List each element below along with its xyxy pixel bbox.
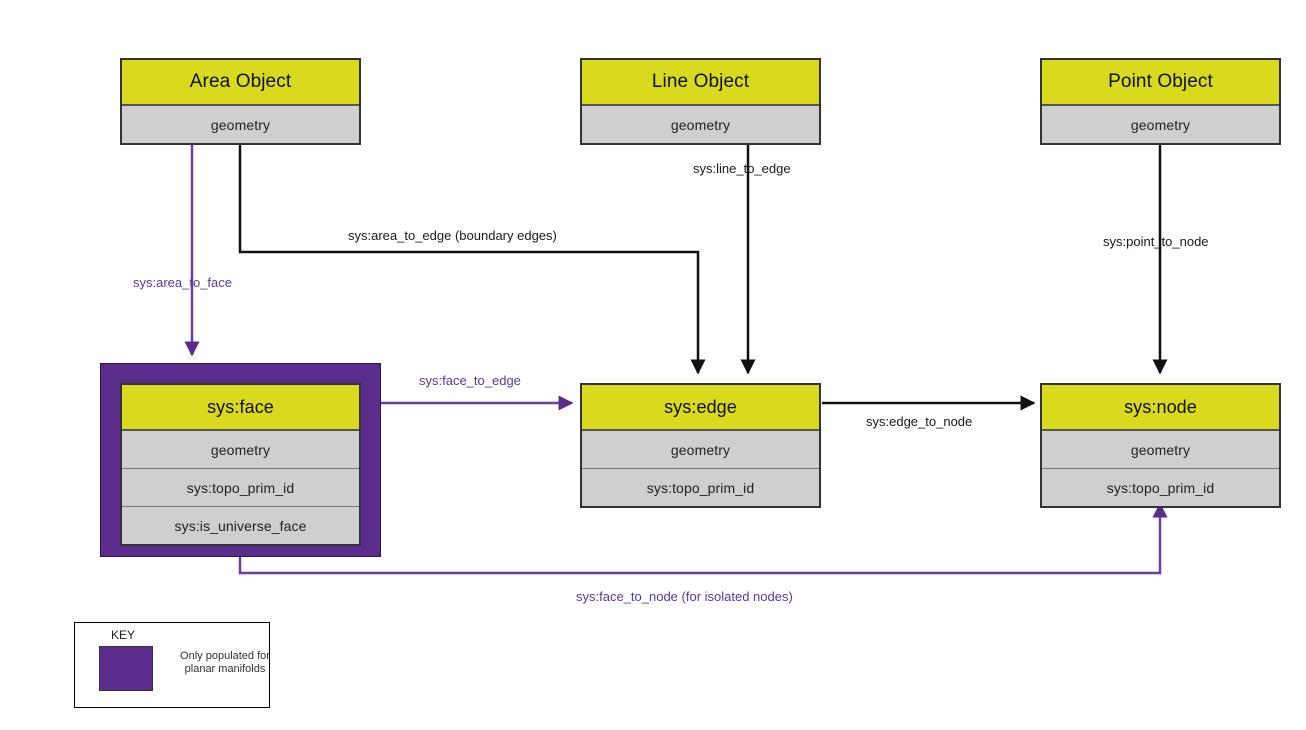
entity-area-object-title: Area Object: [122, 60, 359, 106]
entity-sys-face[interactable]: sys:face geometry sys:topo_prim_id sys:i…: [120, 383, 361, 546]
entity-area-object-attr-geometry: geometry: [122, 106, 359, 143]
entity-sys-node-attr-geometry: geometry: [1042, 431, 1279, 469]
entity-sys-node[interactable]: sys:node geometry sys:topo_prim_id: [1040, 383, 1281, 508]
entity-point-object[interactable]: Point Object geometry: [1040, 58, 1281, 145]
relation-label-edge-to-node: sys:edge_to_node: [866, 414, 973, 429]
entity-sys-face-attr-topo-prim-id: sys:topo_prim_id: [122, 469, 359, 507]
entity-line-object[interactable]: Line Object geometry: [580, 58, 821, 145]
entity-sys-face-title: sys:face: [122, 385, 359, 431]
legend-title: KEY: [111, 628, 136, 642]
entity-sys-node-title: sys:node: [1042, 385, 1279, 431]
relation-label-area-to-face: sys:area_to_face: [133, 275, 233, 290]
entity-line-object-attr-geometry: geometry: [582, 106, 819, 143]
entity-sys-face-attr-is-universe-face: sys:is_universe_face: [122, 507, 359, 544]
legend-swatch-planar-manifold: [99, 646, 153, 691]
entity-sys-edge-attr-geometry: geometry: [582, 431, 819, 469]
entity-sys-edge[interactable]: sys:edge geometry sys:topo_prim_id: [580, 383, 821, 508]
wire-area-to-edge: [238, 130, 706, 375]
relation-label-area-to-edge: sys:area_to_edge (boundary edges): [348, 228, 557, 243]
entity-point-object-attr-geometry: geometry: [1042, 106, 1279, 143]
entity-sys-face-attr-geometry: geometry: [122, 431, 359, 469]
relation-label-face-to-edge: sys:face_to_edge: [419, 373, 521, 388]
entity-area-object[interactable]: Area Object geometry: [120, 58, 361, 145]
entity-line-object-title: Line Object: [582, 60, 819, 106]
relation-label-line-to-edge: sys:line_to_edge: [693, 161, 791, 176]
legend-description: Only populated for planar manifolds: [180, 650, 270, 675]
relation-label-face-to-node: sys:face_to_node (for isolated nodes): [576, 589, 793, 604]
entity-point-object-title: Point Object: [1042, 60, 1279, 106]
entity-sys-edge-title: sys:edge: [582, 385, 819, 431]
entity-sys-node-attr-topo-prim-id: sys:topo_prim_id: [1042, 469, 1279, 506]
entity-sys-edge-attr-topo-prim-id: sys:topo_prim_id: [582, 469, 819, 506]
relation-label-point-to-node: sys:point_to_node: [1103, 234, 1209, 249]
